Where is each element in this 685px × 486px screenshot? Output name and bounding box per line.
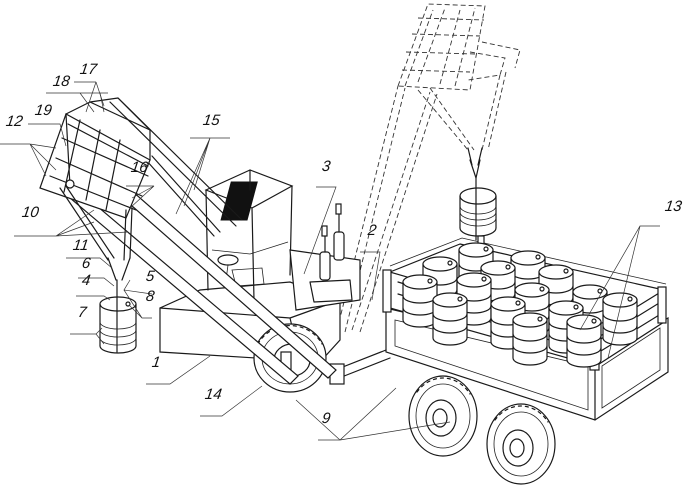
barrel — [512, 312, 548, 366]
label-13: 13 — [663, 198, 683, 215]
boom-lowered — [39, 97, 337, 385]
label-18: 18 — [51, 73, 71, 90]
label-16: 16 — [129, 159, 149, 176]
label-17: 17 — [78, 61, 98, 78]
label-19: 19 — [33, 102, 53, 119]
label-14: 14 — [203, 386, 223, 403]
label-10: 10 — [20, 204, 40, 221]
label-15: 15 — [201, 112, 221, 129]
trailer-barrels — [402, 242, 638, 368]
barrel — [566, 314, 602, 368]
drawbar — [329, 349, 391, 385]
label-11: 11 — [71, 237, 90, 254]
barrel — [432, 292, 468, 346]
raised-barrel — [459, 147, 497, 241]
leader-lines — [0, 81, 660, 441]
trailer-wheel-rear — [486, 403, 556, 485]
barrel — [402, 274, 438, 328]
lifted-barrel — [99, 257, 137, 354]
label-12: 12 — [4, 113, 24, 130]
trailer-wheel-front — [408, 375, 478, 457]
barrel — [602, 292, 638, 346]
